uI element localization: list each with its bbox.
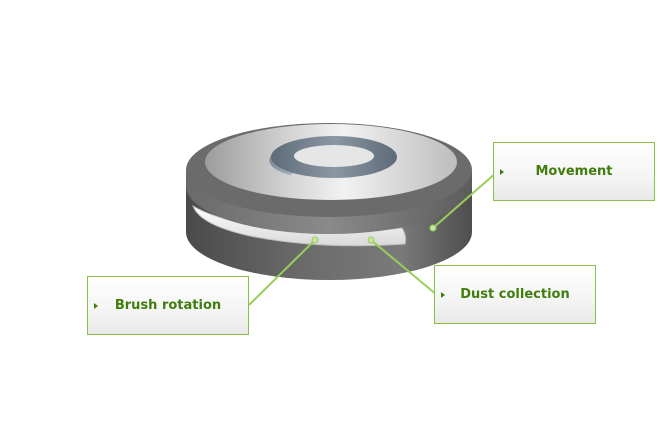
leader-line-movement (432, 171, 498, 229)
leader-dot-dust-collection (367, 236, 375, 244)
vacuum-center-ring-inner (294, 145, 374, 167)
triangle-bullet-icon (94, 302, 98, 309)
leader-line-dust-collection (370, 239, 438, 296)
callout-movement: Movement (493, 142, 655, 201)
triangle-bullet-icon (441, 291, 445, 298)
leader-dot-brush-rotation (311, 236, 319, 244)
leader-line-brush-rotation (248, 239, 316, 306)
callout-dust-collection-label: Dust collection (460, 287, 570, 302)
callout-brush-rotation-label: Brush rotation (114, 298, 222, 313)
callout-brush-rotation: Brush rotation (87, 276, 249, 335)
callout-movement-label: Movement (535, 164, 613, 179)
leader-dot-movement (429, 224, 437, 232)
triangle-bullet-icon (500, 168, 504, 175)
callout-dust-collection: Dust collection (434, 265, 596, 324)
